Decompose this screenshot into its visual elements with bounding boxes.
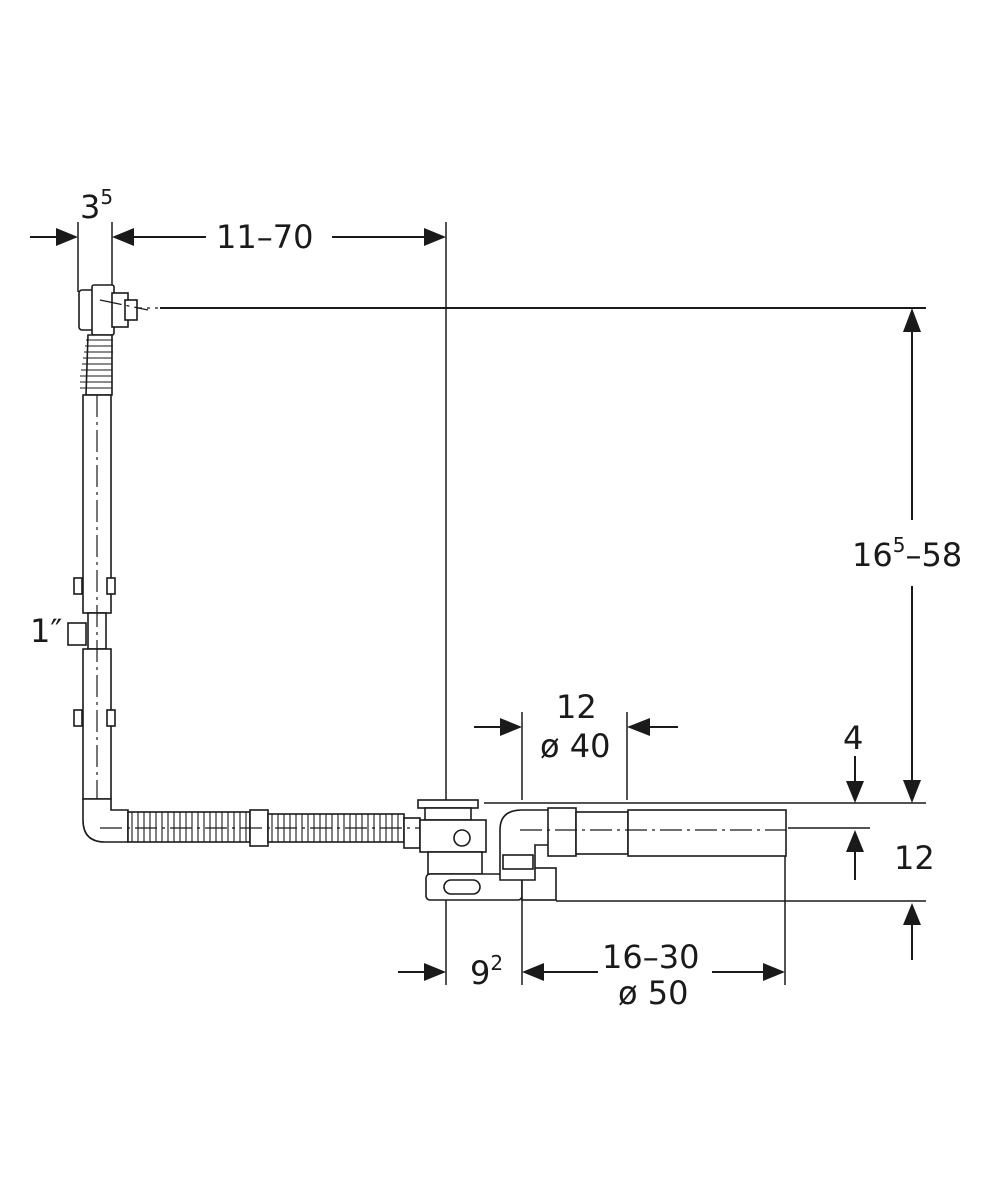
arrow-left	[112, 228, 134, 246]
arrow-up	[846, 830, 864, 852]
dim-overflow-offset-main: 3	[80, 188, 100, 226]
arrow-left	[522, 963, 544, 981]
dim-trap-offset-sup: 2	[490, 951, 503, 975]
dim-top-clearance: 4	[843, 719, 863, 757]
overflow-corrugated-elbow	[80, 334, 113, 396]
overflow-head	[78, 284, 149, 336]
overflow-vertical-pipe	[67, 394, 116, 800]
arrow-left	[627, 718, 650, 736]
arrow-right	[763, 963, 785, 981]
dim-horizontal-range: 11–70	[216, 218, 313, 256]
dimension-arrows	[30, 228, 921, 981]
arrow-right	[424, 228, 446, 246]
dim-trap-offset: 92	[470, 951, 503, 992]
dim-pipe-diameter-40: ø 40	[540, 727, 610, 765]
outlet-pipe	[520, 807, 787, 857]
dim-overflow-offset: 35	[80, 185, 113, 226]
dim-pipe-offset: 12	[556, 688, 597, 726]
horizontal-corrugated-hose	[100, 809, 430, 849]
arrow-down	[846, 781, 864, 803]
arrow-right	[500, 718, 522, 736]
bottom-elbow	[82, 798, 129, 843]
dim-vertical-range-post: –58	[905, 536, 962, 574]
dim-vertical-range-sup: 5	[893, 533, 906, 557]
drain-body	[417, 799, 557, 901]
dim-thread-size: 1″	[30, 612, 62, 650]
dim-pipe-diameter-50: ø 50	[618, 974, 688, 1012]
dim-outlet-length: 16–30	[602, 938, 699, 976]
arrow-right	[56, 228, 78, 246]
dim-right-height: 12	[894, 839, 935, 877]
dimension-labels: 35 11–70 165–58 1″ 12 ø 40 4 12 92 16–30…	[30, 185, 962, 1012]
dim-trap-offset-main: 9	[470, 954, 490, 992]
dim-vertical-range-pre: 16	[852, 536, 893, 574]
dim-overflow-offset-sup: 5	[100, 185, 113, 209]
arrow-right	[424, 963, 446, 981]
dim-vertical-range: 165–58	[852, 533, 962, 574]
arrow-up	[903, 308, 921, 332]
arrow-down	[903, 780, 921, 803]
arrow-up	[903, 903, 921, 925]
